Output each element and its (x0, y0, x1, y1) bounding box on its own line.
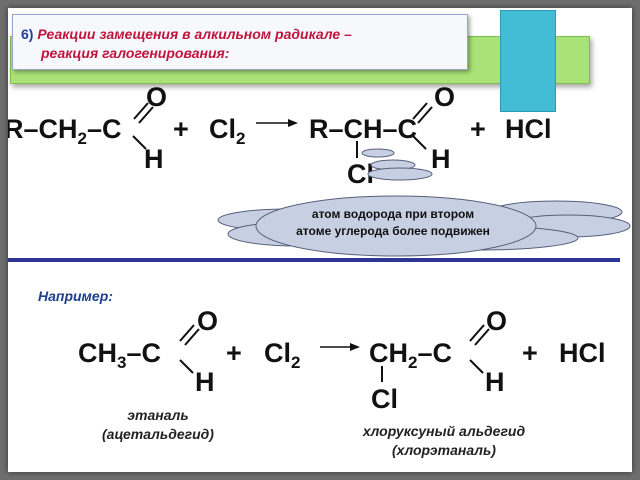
r1-hcl: HCl (505, 114, 552, 144)
reactant-name-line-1: этаналь (127, 407, 189, 423)
example-reaction: CH3–C O H + Cl2 CH2–C O (78, 306, 606, 414)
ex-product-chlorine: Cl (371, 384, 398, 414)
cloud-note-line-1: атом водорода при втором (311, 207, 475, 221)
title-line-2: реакция галогенирования: (41, 45, 230, 61)
section-divider (8, 258, 620, 262)
r1p-double-bond-a (412, 102, 428, 120)
title-number: 6) (21, 26, 34, 42)
cloud-bubble-small (361, 148, 395, 158)
exp-h-bond (469, 359, 484, 374)
exp-double-bond-b (474, 328, 490, 346)
ex-plus-2: + (522, 338, 538, 368)
slide-title: 6) Реакции замещения в алкильном радикал… (21, 25, 465, 63)
ex-hydrogen: H (195, 367, 215, 397)
r1-arrow-head (288, 119, 298, 127)
r1-cl2: Cl2 (209, 114, 245, 148)
cloud-bubble-large (367, 167, 433, 181)
cloud-note: атом водорода при втором атоме углерода … (276, 206, 510, 240)
cloud-body (255, 195, 537, 257)
r1-hydrogen: H (144, 144, 164, 174)
ex-h-bond (179, 359, 194, 374)
ex-plus-1: + (226, 338, 242, 368)
ex-hcl: HCl (559, 338, 606, 368)
ex-double-bond-b (184, 328, 200, 346)
r1p-h-bond (412, 135, 427, 150)
r1-h-bond (132, 135, 147, 150)
example-label: Например: (38, 288, 113, 304)
ex-double-bond-a (179, 324, 195, 342)
product-name-line-1: хлоруксуный альдегид (362, 423, 526, 439)
r1-product-hydrogen: H (431, 144, 451, 174)
r1p-double-bond-b (417, 106, 433, 124)
reactant-name-line-2: (ацетальдегид) (102, 426, 214, 442)
exp-double-bond-a (469, 324, 485, 342)
r1-reactant-chain: R–CH2–C (8, 114, 122, 148)
ex-arrow-head (350, 343, 360, 351)
ex-oxygen: O (197, 306, 218, 336)
reaction-1: R–CH2–C O H + Cl2 R–CH–C O H (8, 82, 552, 189)
r1-plus-2: + (470, 114, 486, 144)
ex-product-hydrogen: H (485, 367, 505, 397)
r1-double-bond-a (133, 102, 149, 120)
r1-double-bond-b (138, 106, 154, 124)
title-box: 6) Реакции замещения в алкильном радикал… (12, 14, 468, 70)
title-line-1: Реакции замещения в алкильном радикале – (37, 26, 352, 42)
ex-product-oxygen: O (486, 306, 507, 336)
reaction-drawing: R–CH2–C O H + Cl2 R–CH–C O H (8, 82, 631, 414)
r1-product-oxygen: O (434, 82, 455, 112)
ex-cl2: Cl2 (264, 338, 300, 372)
teal-decor-block (500, 10, 556, 112)
slide-card: 6) Реакции замещения в алкильном радикал… (8, 8, 632, 472)
r1-oxygen: O (146, 82, 167, 112)
ex-product-chain: CH2–C (369, 338, 452, 372)
cloud-note-line-2: атоме углерода более подвижен (296, 224, 490, 238)
thought-cloud (217, 148, 631, 257)
product-name: хлоруксуный альдегид (хлорэтаналь) (334, 422, 554, 460)
r1-plus-1: + (173, 114, 189, 144)
product-name-line-2: (хлорэтаналь) (392, 442, 496, 458)
ex-reactant-chain: CH3–C (78, 338, 161, 372)
r1-product-chain: R–CH–C (309, 114, 417, 144)
reactant-name: этаналь (ацетальдегид) (78, 406, 238, 444)
